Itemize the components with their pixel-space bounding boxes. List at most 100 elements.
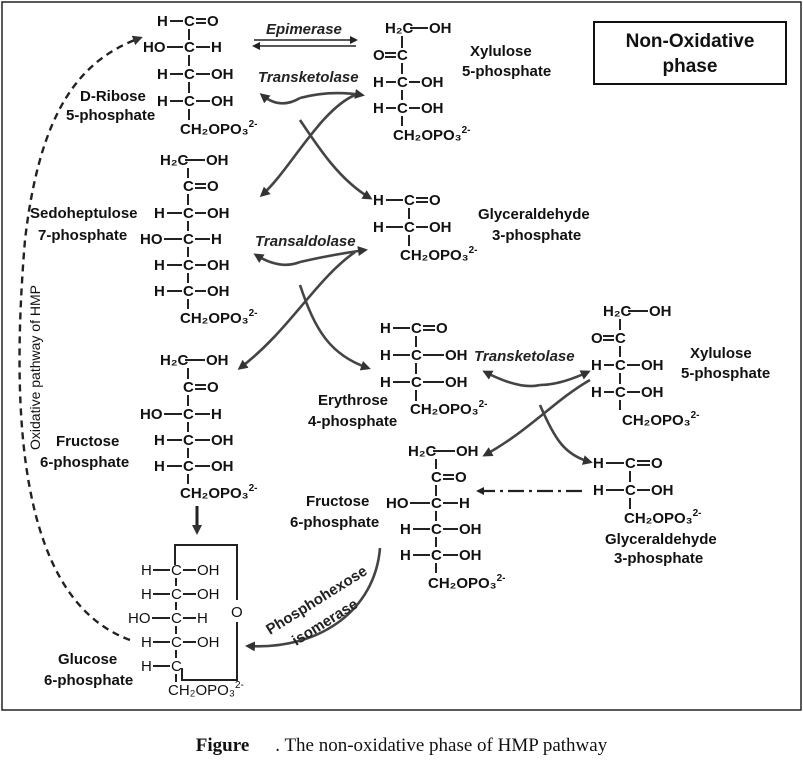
ribose-structure: H C O HO C H H C OH H C OH CH₂OPO₃2- [143, 13, 258, 138]
svg-text:H: H [211, 406, 222, 423]
svg-text:H₂C: H₂C [603, 303, 631, 320]
svg-text:H: H [141, 586, 152, 603]
svg-text:C: C [171, 586, 182, 603]
svg-text:H: H [400, 547, 411, 564]
f6p-2-name-2: 6-phosphate [290, 514, 379, 531]
svg-text:C: C [431, 469, 442, 486]
svg-text:O: O [651, 455, 663, 472]
svg-text:H: H [157, 93, 168, 110]
svg-text:C: C [397, 47, 408, 64]
g3p-1-name-1: Glyceraldehyde [478, 206, 590, 223]
svg-text:H: H [593, 482, 604, 499]
svg-text:OH: OH [421, 100, 444, 117]
g3p-2-name-1: Glyceraldehyde [605, 531, 717, 548]
svg-text:O: O [207, 13, 219, 30]
caption-text: . The non-oxidative phase of HMP pathway [275, 735, 608, 756]
svg-text:OH: OH [649, 303, 672, 320]
svg-text:H: H [591, 357, 602, 374]
svg-text:OH: OH [211, 66, 234, 83]
tk1-arc-upper-right [299, 88, 365, 100]
xylulose-1-structure: H₂C OH O C H C OH H C OH CH₂OPO₃2- [373, 20, 471, 144]
svg-text:H: H [154, 257, 165, 274]
tk2-arc-lower-left [482, 378, 591, 457]
xylulose-1-name-2: 5-phosphate [462, 63, 551, 80]
svg-text:O: O [455, 469, 467, 486]
svg-text:OH: OH [197, 634, 220, 651]
pathway-diagram: Non-Oxidative phase Oxidative pathway of… [1, 1, 802, 711]
tk1-arc-lower-right [298, 119, 373, 200]
svg-text:OH: OH [197, 562, 220, 579]
svg-text:C: C [183, 231, 194, 248]
svg-text:C: C [625, 455, 636, 472]
svg-text:OH: OH [459, 547, 482, 564]
svg-text:C: C [184, 39, 195, 56]
svg-text:C: C [397, 74, 408, 91]
svg-text:CH₂OPO₃2-: CH₂OPO₃2- [410, 399, 488, 418]
f6p-2-structure: H₂C OH C O HO C H H C OH H C OH CH₂OPO₃2… [386, 443, 506, 592]
g3p-2-structure: H C O H C OH CH₂OPO₃2- [593, 455, 702, 527]
svg-text:OH: OH [641, 357, 664, 374]
svg-text:OH: OH [445, 374, 468, 391]
svg-text:C: C [615, 357, 626, 374]
svg-text:C: C [431, 547, 442, 564]
transketolase-2-label: Transketolase [474, 348, 575, 365]
svg-text:OH: OH [206, 352, 229, 369]
svg-text:O: O [373, 47, 385, 64]
erythrose-name-2: 4-phosphate [308, 413, 397, 430]
svg-text:C: C [615, 330, 626, 347]
f6p-1-structure: H₂C OH C O HO C H H C OH H C OH CH₂OPO₃2… [140, 352, 258, 502]
sedoheptulose-structure: H₂C OH C O H C OH HO C H H C OH H C OH C… [140, 152, 258, 327]
tk2-arc-upper-left [482, 370, 541, 388]
svg-text:C: C [411, 374, 422, 391]
figure-border [1, 1, 802, 711]
svg-text:C: C [411, 320, 422, 337]
svg-text:H: H [211, 231, 222, 248]
svg-text:H: H [373, 74, 384, 91]
svg-text:OH: OH [207, 283, 230, 300]
svg-text:O: O [207, 178, 219, 195]
tk2-arc-upper-right [539, 370, 591, 387]
svg-text:HO: HO [386, 495, 409, 512]
svg-text:H: H [141, 634, 152, 651]
svg-text:H₂C: H₂C [160, 152, 188, 169]
svg-text:H: H [157, 13, 168, 30]
svg-text:C: C [615, 384, 626, 401]
svg-text:C: C [431, 521, 442, 538]
svg-text:H: H [591, 384, 602, 401]
g3p-1-name-2: 3-phosphate [492, 227, 581, 244]
ribose-name-2: 5-phosphate [66, 107, 155, 124]
svg-text:CH₂OPO₃2-: CH₂OPO₃2- [400, 245, 478, 264]
svg-text:HO: HO [140, 231, 163, 248]
svg-text:CH₂OPO₃2-: CH₂OPO₃2- [624, 508, 702, 527]
ribose-name-1: D-Ribose [80, 88, 146, 105]
caption-bold: Figure [195, 735, 250, 756]
f6p-1-name-1: Fructose [56, 433, 119, 450]
svg-text:C: C [404, 219, 415, 236]
xylulose-2-structure: H₂C OH O C H C OH H C OH CH₂OPO₃2- [591, 303, 700, 429]
svg-text:OH: OH [429, 20, 452, 37]
svg-text:HO: HO [128, 610, 151, 627]
svg-text:H: H [380, 374, 391, 391]
f6p-1-name-2: 6-phosphate [40, 454, 129, 471]
svg-text:OH: OH [211, 458, 234, 475]
svg-text:H: H [197, 610, 208, 627]
g6p-structure: O H C OH H C OH HO C H H C OH H C CH₂OPO… [128, 544, 244, 699]
svg-text:C: C [183, 458, 194, 475]
svg-text:H: H [154, 458, 165, 475]
g6p-name-1: Glucose [58, 651, 117, 668]
svg-text:H: H [154, 205, 165, 222]
svg-text:OH: OH [197, 586, 220, 603]
svg-text:C: C [183, 406, 194, 423]
svg-text:C: C [184, 66, 195, 83]
svg-text:CH₂OPO₃2-: CH₂OPO₃2- [180, 483, 258, 502]
svg-text:C: C [431, 495, 442, 512]
g3p-2-name-2: 3-phosphate [614, 550, 703, 567]
svg-text:OH: OH [211, 432, 234, 449]
svg-text:OH: OH [445, 347, 468, 364]
svg-text:H: H [373, 100, 384, 117]
svg-text:H: H [380, 347, 391, 364]
svg-text:CH₂OPO₃2-: CH₂OPO₃2- [622, 410, 700, 429]
svg-text:CH₂OPO₃2-: CH₂OPO₃2- [393, 125, 471, 144]
figure-caption: Figure . The non-oxidative phase of HMP p… [0, 735, 803, 757]
